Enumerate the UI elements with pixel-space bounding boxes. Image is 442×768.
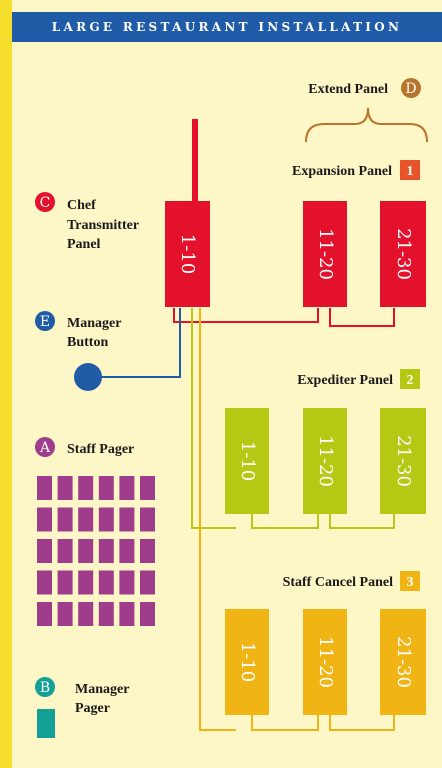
expediter-panel-11-20: 11-20 <box>303 408 347 514</box>
staff-pager-icon <box>37 602 52 626</box>
expansion-panel-11-20: 11-20 <box>303 201 347 307</box>
staff-pager-icon <box>78 539 94 563</box>
expediter-number-badge: 2 <box>400 369 420 389</box>
staff-pager-icon <box>119 570 135 595</box>
staff-pager-icon <box>98 476 114 500</box>
svg-text:C: C <box>40 195 51 211</box>
staff-cancel-panel-21-30: 21-30 <box>380 609 426 715</box>
manager-button-label-line1: Manager <box>67 316 121 331</box>
staff-pager-icon <box>140 476 155 500</box>
staff-cancel-panel-1-10: 1-10 <box>225 609 269 715</box>
svg-text:2: 2 <box>407 373 414 388</box>
staff-pager-icon <box>78 570 94 595</box>
staff-pager-icon <box>37 507 52 532</box>
manager-pager-badge: B <box>35 677 55 697</box>
expediter-wire <box>191 308 395 529</box>
staff-pager-icon <box>78 507 94 532</box>
svg-text:1-10: 1-10 <box>177 234 198 274</box>
manager-pager-label-line1: Manager <box>75 682 129 697</box>
staff-pager-icon <box>37 570 52 595</box>
staff-cancel-number-badge: 3 <box>400 571 420 591</box>
expansion-panel-21-30: 21-30 <box>380 201 426 307</box>
staff-pager-icon <box>78 602 94 626</box>
svg-text:21-30: 21-30 <box>393 228 414 280</box>
staff-pager-icon <box>98 539 114 563</box>
svg-text:1-10: 1-10 <box>237 441 258 481</box>
left-accent-bar <box>0 0 12 768</box>
extend-badge: D <box>401 78 421 98</box>
svg-text:11-20: 11-20 <box>315 228 336 280</box>
staff-pager-icon <box>140 507 155 532</box>
staff-pager-icon <box>98 507 114 532</box>
staff-cancel-panel-11-20: 11-20 <box>303 609 347 715</box>
staff-pager-icon <box>37 476 52 500</box>
svg-text:11-20: 11-20 <box>315 435 336 487</box>
chef-transmitter-panel: 1-10 <box>165 201 210 307</box>
transmitter-antenna <box>192 119 198 201</box>
manager-button-icon <box>74 363 102 391</box>
staff-pager-icon <box>119 602 135 626</box>
staff-pager-icon <box>37 539 52 563</box>
chef-label-line2: Transmitter <box>67 218 139 233</box>
manager-button-badge: E <box>35 311 55 331</box>
staff-pager-icon <box>119 539 135 563</box>
expediter-panel-1-10: 1-10 <box>225 408 269 514</box>
chef-badge: C <box>35 192 55 212</box>
staff-pager-icon <box>57 507 73 532</box>
expansion-wire <box>173 308 395 327</box>
svg-text:11-20: 11-20 <box>315 636 336 688</box>
manager-pager-label-line2: Pager <box>75 701 110 716</box>
staff-pager-icon <box>57 539 73 563</box>
svg-text:21-30: 21-30 <box>393 636 414 688</box>
staff-pager-icon <box>98 570 114 595</box>
svg-text:B: B <box>40 680 50 696</box>
expansion-number-badge: 1 <box>400 160 420 180</box>
svg-text:E: E <box>40 314 50 330</box>
staff-pager-icon <box>140 570 155 595</box>
svg-text:1: 1 <box>407 164 414 179</box>
expediter-panel-21-30: 21-30 <box>380 408 426 514</box>
staff-pager-label: Staff Pager <box>67 442 134 457</box>
staff-pager-icon <box>57 570 73 595</box>
expediter-panel-label: Expediter Panel <box>297 373 393 388</box>
staff-pager-icon <box>119 476 135 500</box>
svg-text:3: 3 <box>407 575 414 590</box>
staff-cancel-panel-label: Staff Cancel Panel <box>283 575 394 590</box>
staff-pager-icon <box>140 602 155 626</box>
extend-bracket <box>305 107 428 143</box>
expansion-panel-label: Expansion Panel <box>292 164 392 179</box>
extend-panel-label: Extend Panel <box>308 82 388 97</box>
chef-label-line1: Chef <box>67 198 96 213</box>
staff-pager-icon <box>98 602 114 626</box>
staff-pager-icon <box>140 539 155 563</box>
svg-text:A: A <box>39 440 51 456</box>
page-title: LARGE RESTAURANT INSTALLATION <box>12 12 442 42</box>
svg-text:D: D <box>405 81 416 97</box>
staff-pager-icon <box>78 476 94 500</box>
manager-button-label-line2: Button <box>67 335 108 350</box>
staff-pager-icon <box>57 476 73 500</box>
manager-button-wire <box>88 308 181 378</box>
staff-pager-badge: A <box>35 437 55 457</box>
staff-pager-icon <box>119 507 135 532</box>
svg-text:21-30: 21-30 <box>393 435 414 487</box>
staff-pager-icon <box>57 602 73 626</box>
staff-pager-grid <box>37 476 155 626</box>
manager-pager-icon <box>37 709 55 738</box>
chef-label-line3: Panel <box>67 237 101 252</box>
staff-cancel-wire <box>199 308 395 731</box>
svg-text:1-10: 1-10 <box>237 642 258 682</box>
